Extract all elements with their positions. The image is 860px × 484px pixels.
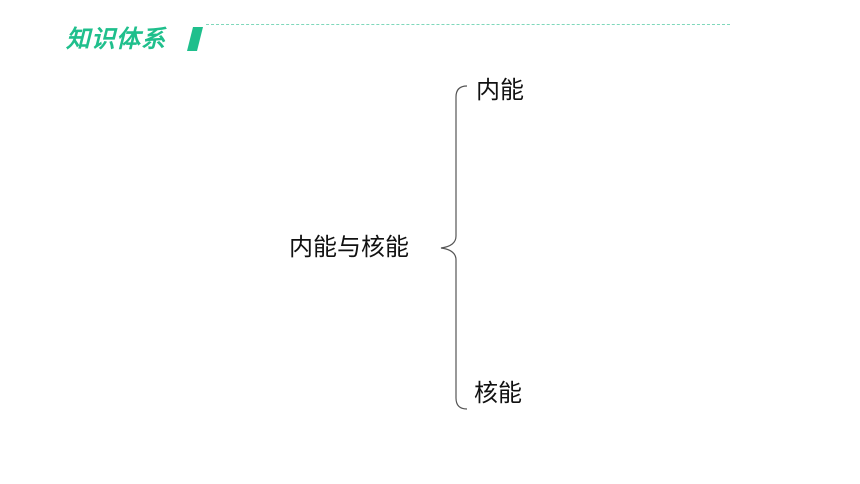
curly-brace-icon (440, 85, 468, 410)
header-dash-line (206, 24, 730, 25)
child-node-nuclear-energy: 核能 (474, 379, 522, 407)
root-node: 内能与核能 (289, 233, 409, 261)
child-node-internal-energy: 内能 (476, 76, 524, 104)
section-title: 知识体系 (66, 25, 166, 53)
